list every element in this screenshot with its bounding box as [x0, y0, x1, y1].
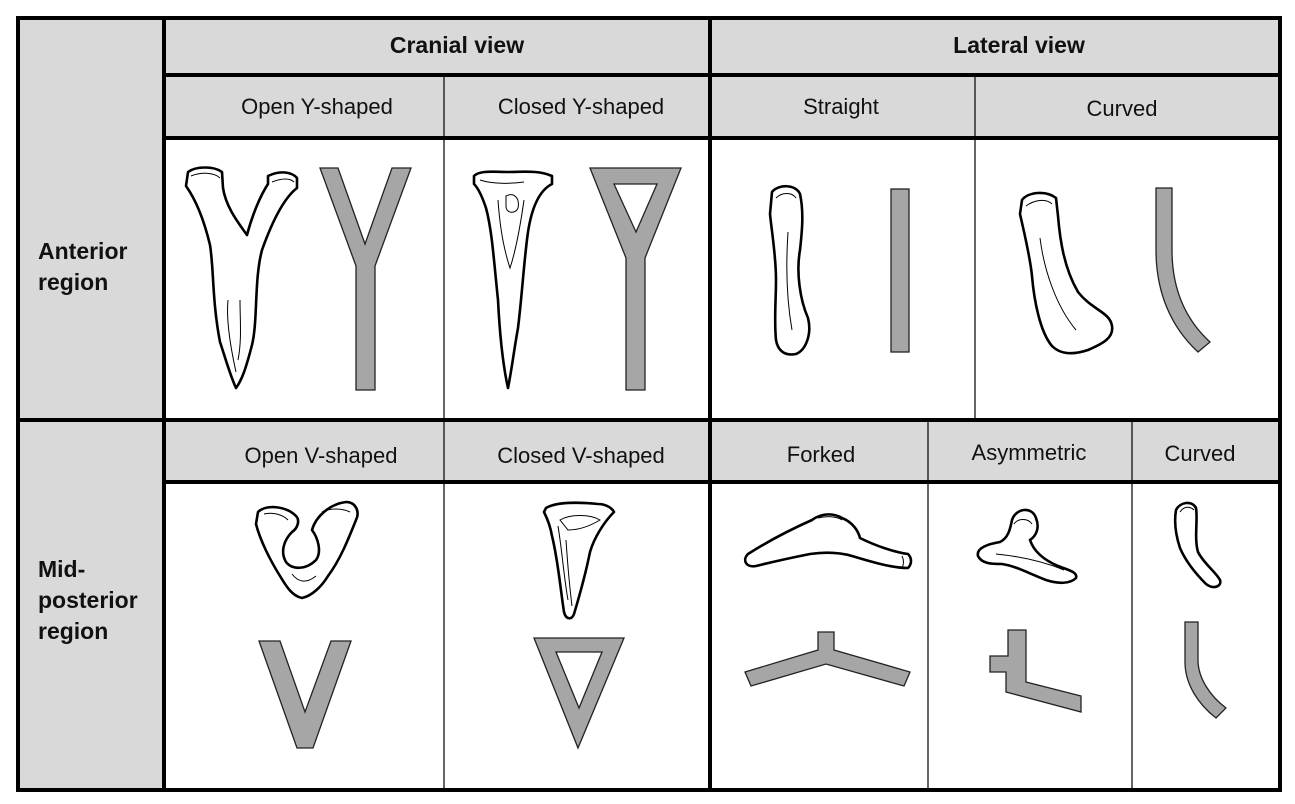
curved-mid-posterior-schematic	[1184, 621, 1227, 719]
category-curved-anterior: Curved	[1087, 96, 1158, 121]
category-asymmetric: Asymmetric	[972, 440, 1087, 465]
forked-bone-drawing	[743, 513, 913, 570]
cranial-view-header: Cranial view	[390, 32, 524, 58]
closed-v-shaped-bone-drawing	[542, 501, 616, 620]
closed-y-shaped-bone-drawing	[472, 170, 554, 390]
straight-bone-drawing	[768, 184, 811, 356]
closed-y-shaped-schematic	[589, 167, 682, 391]
forked-schematic	[744, 631, 911, 687]
row-label-mid-posterior-line1: Mid-	[38, 556, 85, 582]
category-closed-v-shaped: Closed V-shaped	[497, 443, 665, 468]
row-label-mid-posterior-line3: region	[38, 618, 108, 644]
category-straight: Straight	[803, 94, 879, 119]
open-v-shaped-bone-drawing	[254, 500, 359, 600]
closed-v-shaped-schematic	[533, 637, 625, 750]
category-forked: Forked	[787, 442, 855, 467]
anterior-panel	[164, 138, 1280, 420]
curved-mid-posterior-bone-drawing	[1173, 501, 1222, 589]
header-band	[18, 18, 1280, 138]
category-curved-mid-posterior: Curved	[1165, 441, 1236, 466]
category-open-y-shaped: Open Y-shaped	[241, 94, 393, 119]
curved-anterior-bone-drawing	[1018, 191, 1114, 355]
category-open-v-shaped: Open V-shaped	[245, 443, 398, 468]
row-label-anterior-line2: region	[38, 269, 108, 295]
curved-anterior-schematic	[1155, 187, 1211, 353]
straight-schematic	[890, 188, 910, 353]
asymmetric-bone-drawing	[976, 508, 1078, 585]
open-y-shaped-schematic	[319, 167, 412, 391]
asymmetric-schematic	[989, 629, 1082, 713]
open-v-shaped-schematic	[258, 640, 352, 749]
row-label-mid-posterior-line2: posterior	[38, 587, 138, 613]
open-y-shaped-bone-drawing	[184, 166, 299, 390]
mid-posterior-category-band	[164, 420, 1280, 482]
category-closed-y-shaped: Closed Y-shaped	[498, 94, 664, 119]
grid-lines	[16, 16, 1282, 792]
row-label-anterior-line1: Anterior	[38, 238, 128, 264]
lateral-view-header: Lateral view	[953, 32, 1085, 58]
row-label-column	[18, 18, 164, 790]
